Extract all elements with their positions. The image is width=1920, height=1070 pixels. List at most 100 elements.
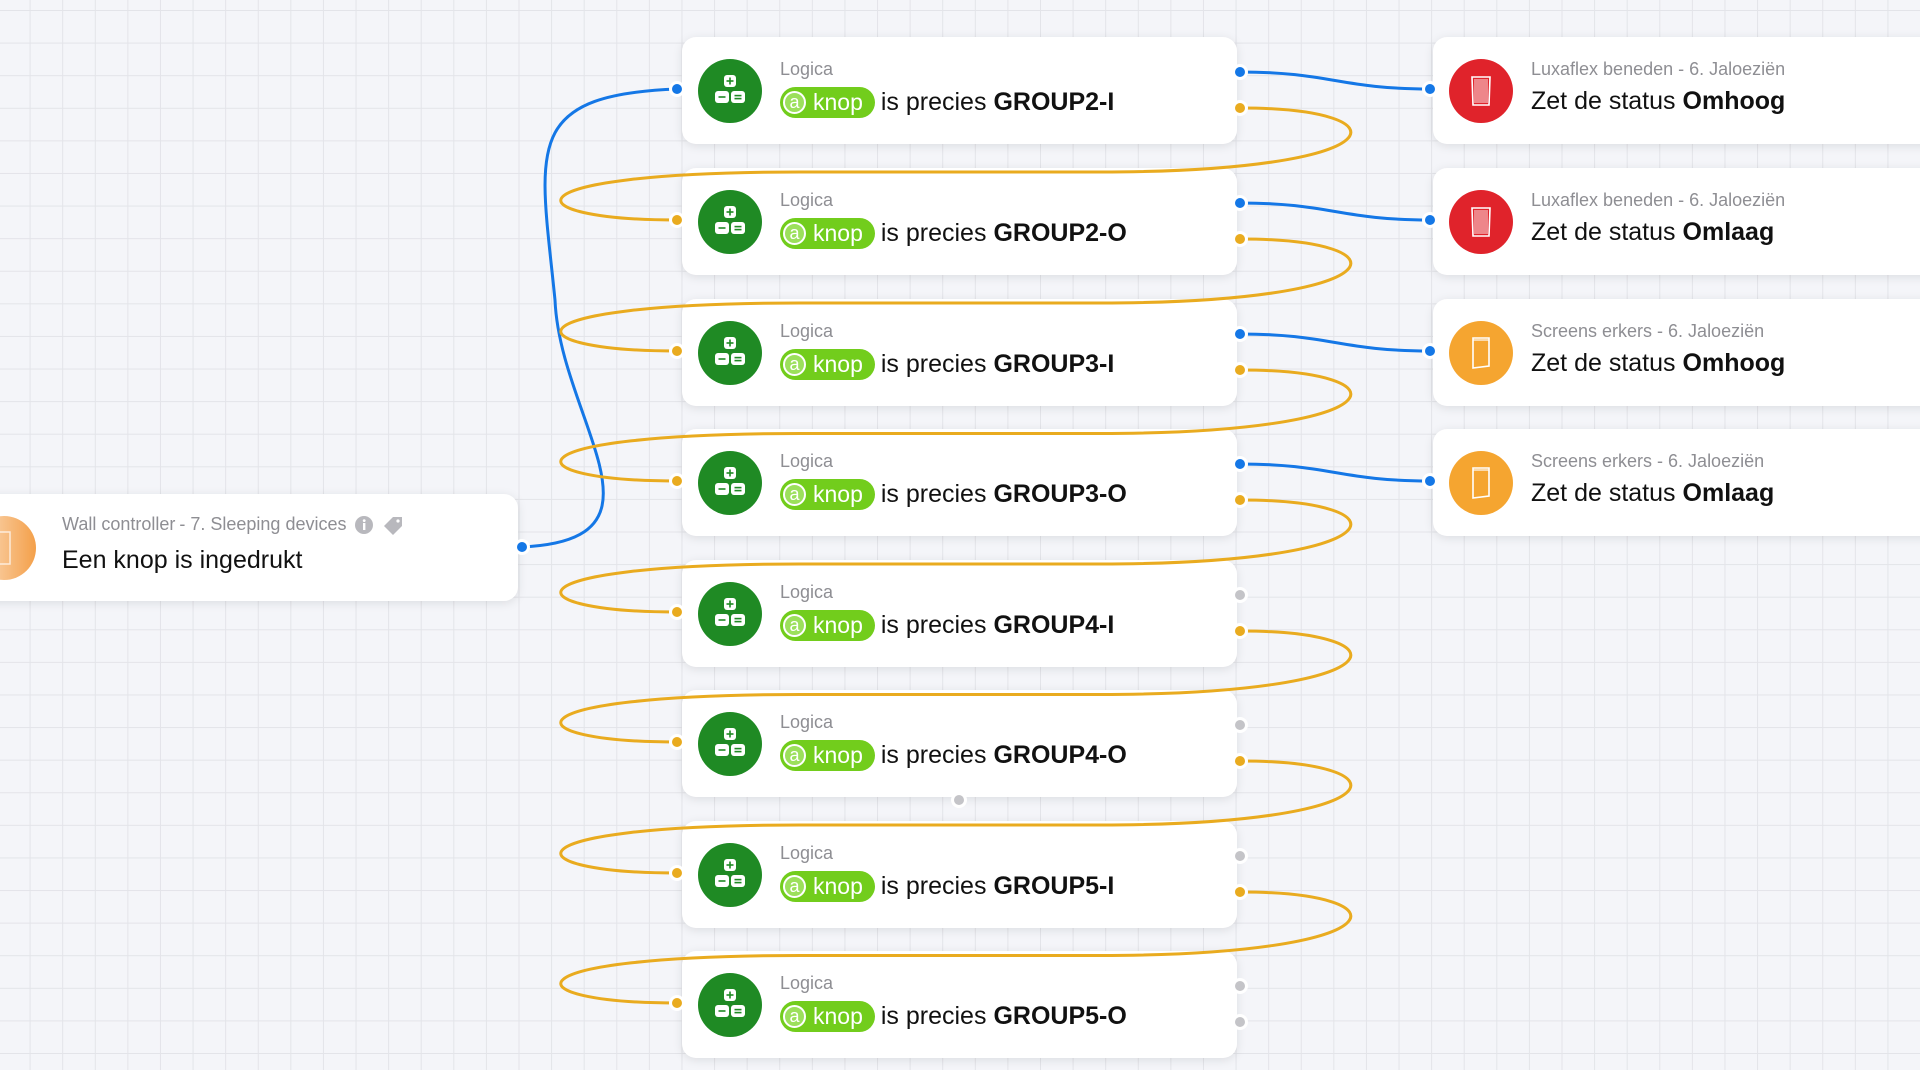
token-pill[interactable]: a knop xyxy=(780,479,875,510)
wire-true-to-action[interactable] xyxy=(1239,332,1431,353)
logic-input-port[interactable] xyxy=(672,346,682,356)
trigger-title: Een knop is ingedrukt xyxy=(62,546,303,574)
logic-operator: is precies xyxy=(880,1002,987,1030)
logic-operator: is precies xyxy=(880,219,987,247)
token-prefix: a xyxy=(783,483,806,506)
logic-card[interactable]: Logica a knop is precies GROUP2-I xyxy=(682,37,1237,144)
logic-operator: is precies xyxy=(880,741,987,769)
wire-true-to-action[interactable] xyxy=(1239,462,1431,483)
token-pill[interactable]: a knop xyxy=(780,871,875,902)
calculator-icon xyxy=(698,190,762,254)
action-card[interactable]: Screens erkers - 6. Jaloeziën Zet de sta… xyxy=(1433,429,1920,536)
blinds-icon xyxy=(1449,190,1513,254)
info-icon[interactable] xyxy=(354,515,374,535)
logic-value: GROUP5-I xyxy=(993,872,1115,900)
calculator-icon xyxy=(698,843,762,907)
logic-operator: is precies xyxy=(880,872,987,900)
logic-card[interactable]: Logica a knop is precies GROUP4-O xyxy=(682,690,1237,797)
logic-input-port[interactable] xyxy=(672,868,682,878)
token-label: knop xyxy=(813,873,863,899)
action-text: Zet de status xyxy=(1531,479,1676,507)
logic-card[interactable]: Logica a knop is precies GROUP5-O xyxy=(682,951,1237,1058)
action-card[interactable]: Luxaflex beneden - 6. Jaloeziën Zet de s… xyxy=(1433,37,1920,144)
logic-value: GROUP3-O xyxy=(993,480,1127,508)
tag-icon[interactable] xyxy=(382,515,404,535)
logic-operator: is precies xyxy=(880,88,987,116)
action-device: Screens erkers - 6. Jaloeziën xyxy=(1531,321,1765,341)
blinds-icon xyxy=(1449,59,1513,123)
wire-true-to-action[interactable] xyxy=(1239,201,1431,222)
calculator-icon xyxy=(698,582,762,646)
token-label: knop xyxy=(813,220,863,246)
logic-input-port[interactable] xyxy=(672,737,682,747)
logic-input-port[interactable] xyxy=(672,998,682,1008)
token-label: knop xyxy=(813,742,863,768)
token-prefix: a xyxy=(783,1005,806,1028)
logic-value: GROUP2-I xyxy=(993,88,1115,116)
token-label: knop xyxy=(813,612,863,638)
token-label: knop xyxy=(813,89,863,115)
logic-value: GROUP4-O xyxy=(993,741,1127,769)
logic-input-port[interactable] xyxy=(672,476,682,486)
token-label: knop xyxy=(813,351,863,377)
wire-true-to-action[interactable] xyxy=(1239,70,1431,91)
token-prefix: a xyxy=(783,353,806,376)
logic-category: Logica xyxy=(780,973,834,993)
logic-operator: is precies xyxy=(880,350,987,378)
logic-card[interactable]: Logica a knop is precies GROUP5-I xyxy=(682,821,1237,928)
action-text: Zet de status xyxy=(1531,349,1676,377)
token-prefix: a xyxy=(783,875,806,898)
logic-category: Logica xyxy=(780,59,834,79)
trigger-card-wall-controller[interactable]: Wall controller - 7. Sleeping devices Ee… xyxy=(0,494,518,601)
logic-category: Logica xyxy=(780,190,834,210)
calculator-icon xyxy=(698,973,762,1037)
token-pill[interactable]: a knop xyxy=(780,218,875,249)
action-text: Zet de status xyxy=(1531,218,1676,246)
screen-icon xyxy=(1449,451,1513,515)
token-prefix: a xyxy=(783,614,806,637)
trigger-output-port[interactable] xyxy=(517,542,527,552)
action-value: Omhoog xyxy=(1682,87,1786,115)
logic-card[interactable]: Logica a knop is precies GROUP3-O xyxy=(682,429,1237,536)
logic-operator: is precies xyxy=(880,611,987,639)
token-pill[interactable]: a knop xyxy=(780,740,875,771)
token-prefix: a xyxy=(783,744,806,767)
wire-trigger-to-logic[interactable] xyxy=(521,87,678,549)
action-card[interactable]: Screens erkers - 6. Jaloeziën Zet de sta… xyxy=(1433,299,1920,406)
logic-card[interactable]: Logica a knop is precies GROUP4-I xyxy=(682,560,1237,667)
logic-category: Logica xyxy=(780,321,834,341)
logic-input-port[interactable] xyxy=(672,84,682,94)
action-card[interactable]: Luxaflex beneden - 6. Jaloeziën Zet de s… xyxy=(1433,168,1920,275)
logic-value: GROUP2-O xyxy=(993,219,1127,247)
logic-card[interactable]: Logica a knop is precies GROUP3-I xyxy=(682,299,1237,406)
token-pill[interactable]: a knop xyxy=(780,349,875,380)
screen-icon xyxy=(1449,321,1513,385)
action-value: Omlaag xyxy=(1682,218,1775,246)
token-pill[interactable]: a knop xyxy=(780,87,875,118)
logic-category: Logica xyxy=(780,712,834,732)
token-label: knop xyxy=(813,1003,863,1029)
calculator-icon xyxy=(698,451,762,515)
trigger-zone: - 7. Sleeping devices xyxy=(179,514,347,534)
trigger-device: Wall controller xyxy=(62,514,176,534)
wall-controller-icon xyxy=(0,516,36,580)
calculator-icon xyxy=(698,59,762,123)
token-label: knop xyxy=(813,481,863,507)
logic-value: GROUP3-I xyxy=(993,350,1115,378)
token-pill[interactable]: a knop xyxy=(780,1001,875,1032)
token-prefix: a xyxy=(783,222,806,245)
logic-value: GROUP5-O xyxy=(993,1002,1127,1030)
logic-category: Logica xyxy=(780,451,834,471)
action-device: Screens erkers - 6. Jaloeziën xyxy=(1531,451,1765,471)
token-pill[interactable]: a knop xyxy=(780,610,875,641)
action-value: Omhoog xyxy=(1682,349,1786,377)
action-value: Omlaag xyxy=(1682,479,1775,507)
logic-category: Logica xyxy=(780,582,834,602)
logic-input-port[interactable] xyxy=(672,607,682,617)
calculator-icon xyxy=(698,712,762,776)
action-text: Zet de status xyxy=(1531,87,1676,115)
action-device: Luxaflex beneden - 6. Jaloeziën xyxy=(1531,190,1786,210)
logic-input-port[interactable] xyxy=(672,215,682,225)
logic-card[interactable]: Logica a knop is precies GROUP2-O xyxy=(682,168,1237,275)
logic-category: Logica xyxy=(780,843,834,863)
